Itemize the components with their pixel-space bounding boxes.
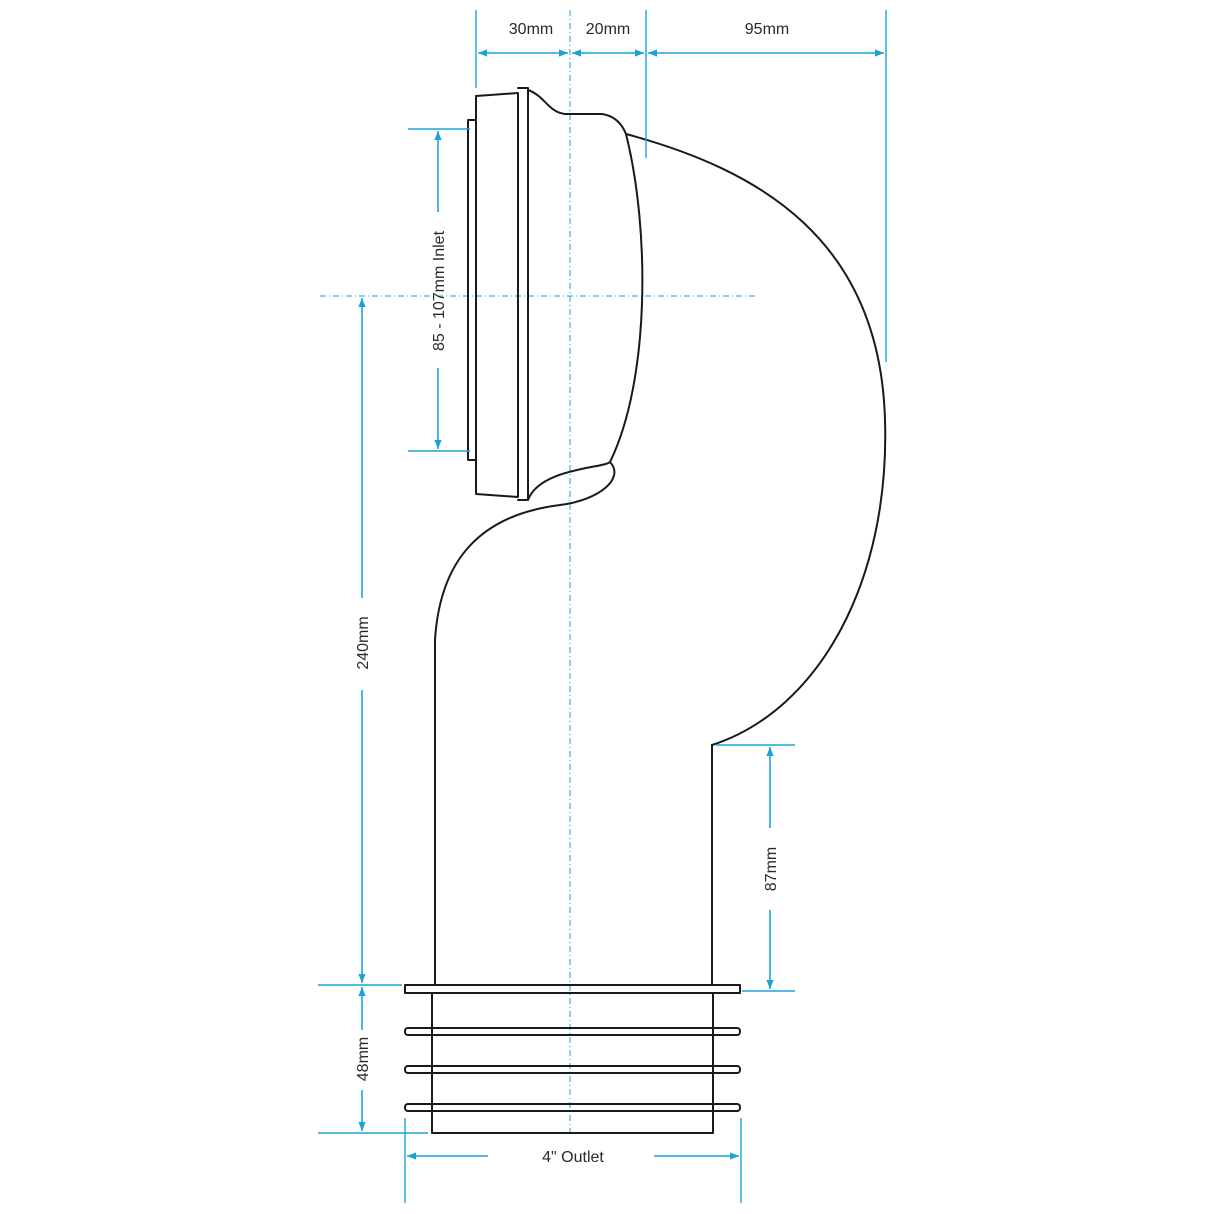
dimension-label-outlet: 4" Outlet <box>542 1149 604 1166</box>
sweep-bend-outer <box>625 133 887 746</box>
dimension-label-240mm: 240mm <box>355 616 372 669</box>
inlet-seal-lip <box>467 119 477 461</box>
dimension-label-48mm: 48mm <box>355 1037 372 1081</box>
dimension-label-87mm: 87mm <box>763 847 780 891</box>
inlet-flange <box>475 92 519 498</box>
dimension-95mm: 95mm <box>648 21 884 57</box>
dimension-30mm: 30mm <box>478 21 568 57</box>
dimension-20mm: 20mm <box>572 21 644 57</box>
outlet-rib-3 <box>404 1103 741 1112</box>
dimension-label-30mm: 30mm <box>509 21 553 38</box>
outlet-collar-top <box>404 984 741 994</box>
dimension-240mm: 240mm <box>355 298 372 983</box>
dimension-inlet: 85 - 107mm Inlet <box>408 128 470 452</box>
dimension-label-20mm: 20mm <box>586 21 630 38</box>
inlet-socket <box>527 89 644 501</box>
pipe-outline <box>404 87 887 1134</box>
dimension-outlet: 4" Outlet <box>404 1118 742 1203</box>
dimension-label-inlet: 85 - 107mm Inlet <box>431 230 448 351</box>
sweep-bend-inner <box>434 461 616 986</box>
inlet-ring <box>517 87 529 501</box>
dimension-48mm: 48mm <box>318 984 428 1134</box>
dimension-87mm: 87mm <box>716 744 795 992</box>
dimension-label-95mm: 95mm <box>745 21 789 38</box>
outlet-spigot-body <box>431 992 714 1134</box>
outlet-rib-2 <box>404 1065 741 1074</box>
outlet-rib-1 <box>404 1027 741 1036</box>
